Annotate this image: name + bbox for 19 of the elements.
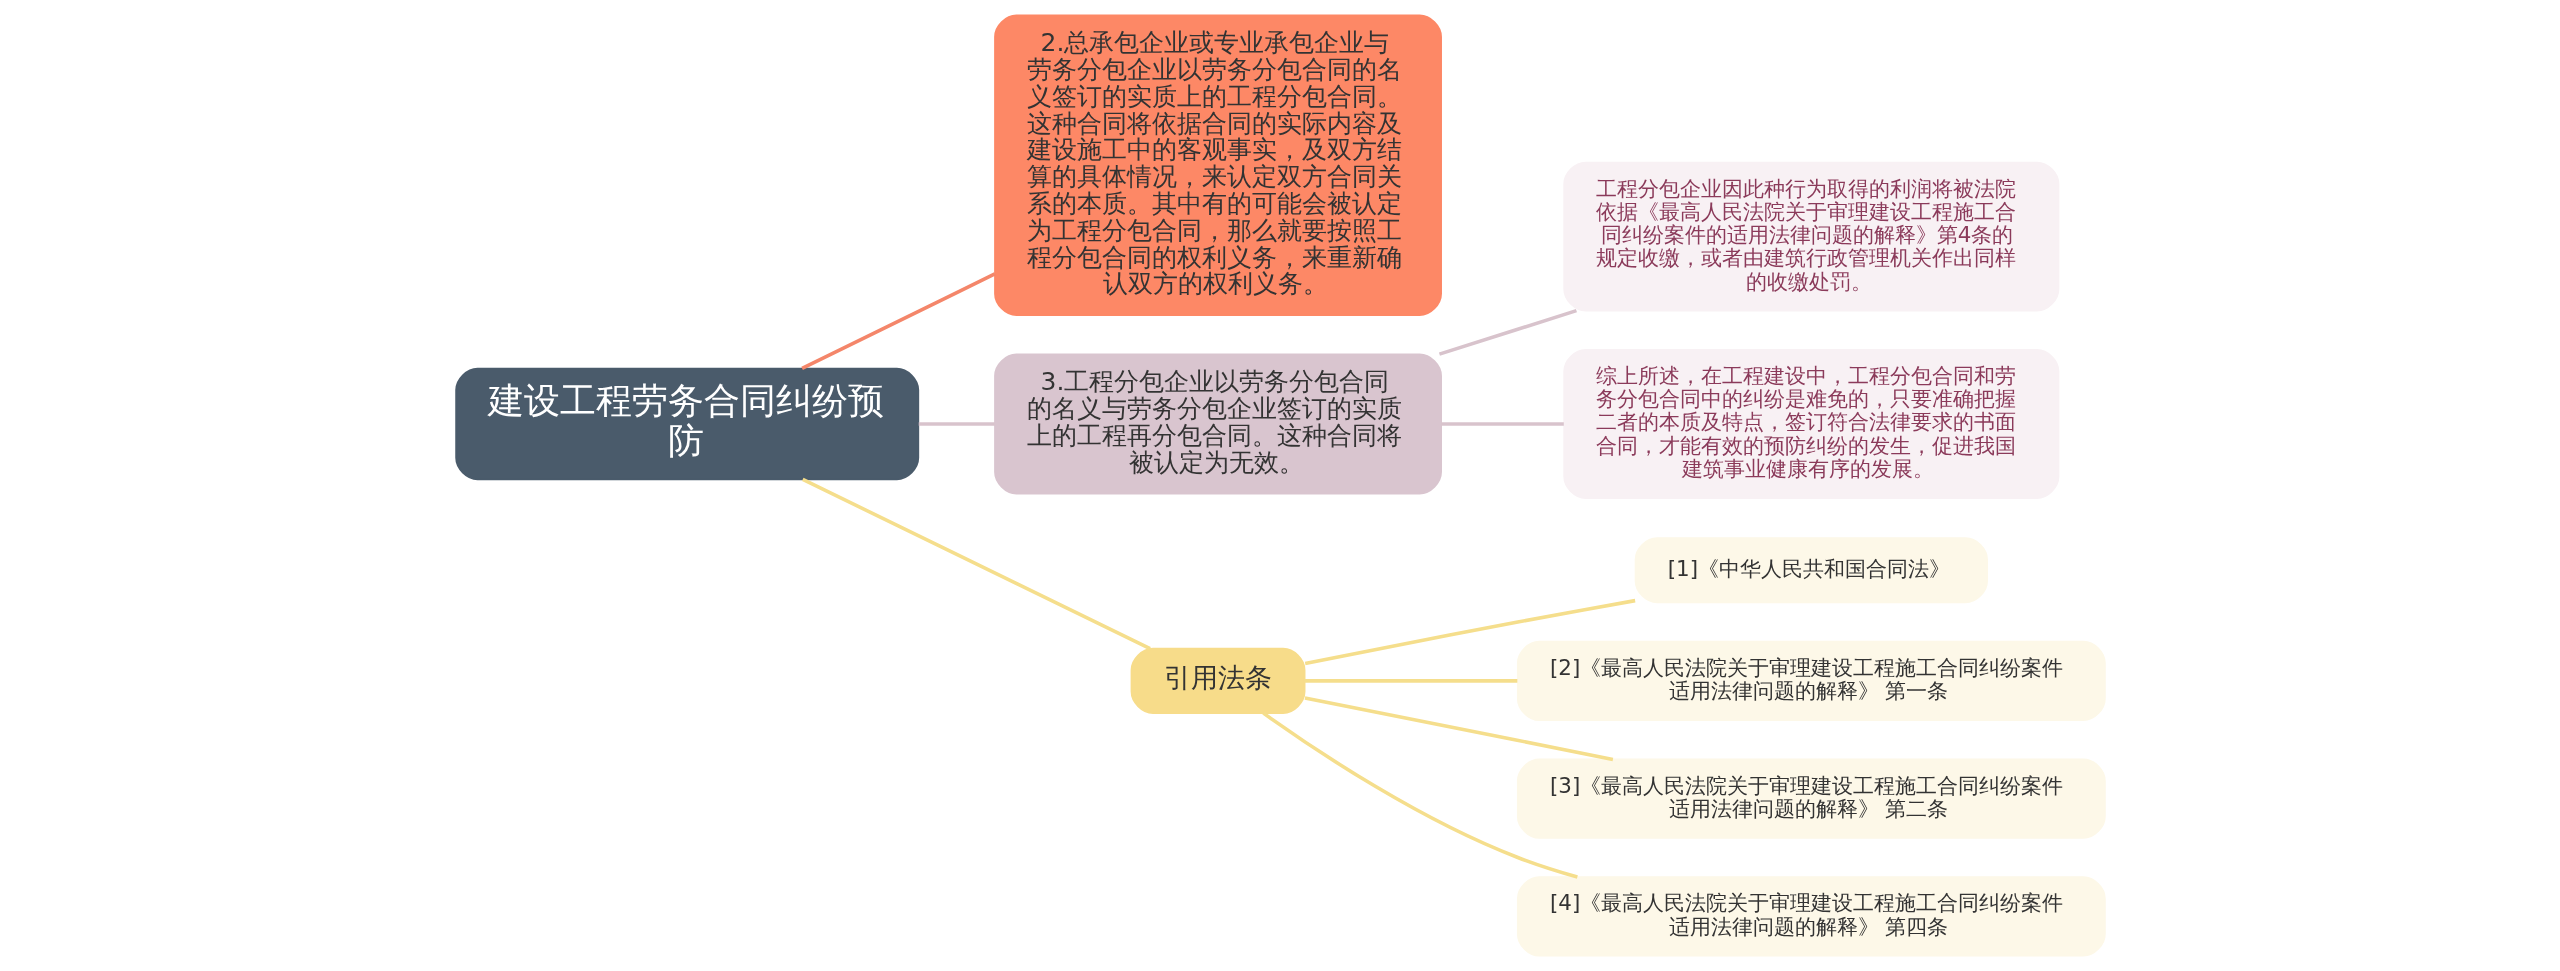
node-box: [4]《最高人民法院关于审理建设工程施工合同纠纷案件适用法律问题的解释》 第四条 bbox=[1516, 876, 2106, 957]
node-box: 3.工程分包企业以劳务分包合同的名义与劳务分包企业签订的实质上的工程再分包合同。这种合同将被认定为无效。 bbox=[993, 353, 1442, 495]
node-box: [1]《中华人民共和国合同法》 bbox=[1634, 537, 1988, 604]
node-box: 2.总承包企业或专业承包企业与劳务分包企业以劳务分包合同的名义签订的实质上的工程分包合同。这种合同将依据合同的实际内容及建设施工中的客观事实，及双方结算的具体情况，来认定双方合同关系的本质。其中有的可能会被认定为工程分包合同，那么就要按照工程分包合同的权利义务，来重新确认双方的权利义务。 bbox=[993, 14, 1442, 316]
connector bbox=[1261, 711, 1578, 879]
connector bbox=[918, 422, 995, 426]
connector bbox=[1440, 422, 1564, 426]
node-box: 建设工程劳务合同纠纷预防 bbox=[454, 367, 919, 481]
connector bbox=[801, 477, 1151, 651]
node-box: 综上所述，在工程建设中，工程分包合同和劳务分包合同中的纠纷是难免的，只要准确把握二者的本质及特点，签订符合法律要求的书面合同，才能有效的预防纠纷的发生，促进我国建筑事业健康有序的发展。 bbox=[1562, 349, 2059, 499]
node-box: 工程分包企业因此种行为取得的利润将被法院依据《最高人民法院关于审理建设工程施工合同纠纷案件的适用法律问题的解释》第4条的规定收缴，或者由建筑行政管理机关作出同样的收缴处罚。 bbox=[1562, 161, 2059, 312]
node-box: [3]《最高人民法院关于审理建设工程施工合同纠纷案件适用法律问题的解释》 第二条 bbox=[1516, 758, 2106, 839]
connector bbox=[1438, 308, 1577, 356]
node-box: [2]《最高人民法院关于审理建设工程施工合同纠纷案件适用法律问题的解释》 第一条 bbox=[1516, 640, 2106, 722]
connector bbox=[1304, 598, 1635, 666]
connector bbox=[1304, 679, 1517, 683]
connector bbox=[800, 272, 996, 371]
connector bbox=[1304, 696, 1613, 762]
node-box: 引用法条 bbox=[1130, 647, 1305, 714]
